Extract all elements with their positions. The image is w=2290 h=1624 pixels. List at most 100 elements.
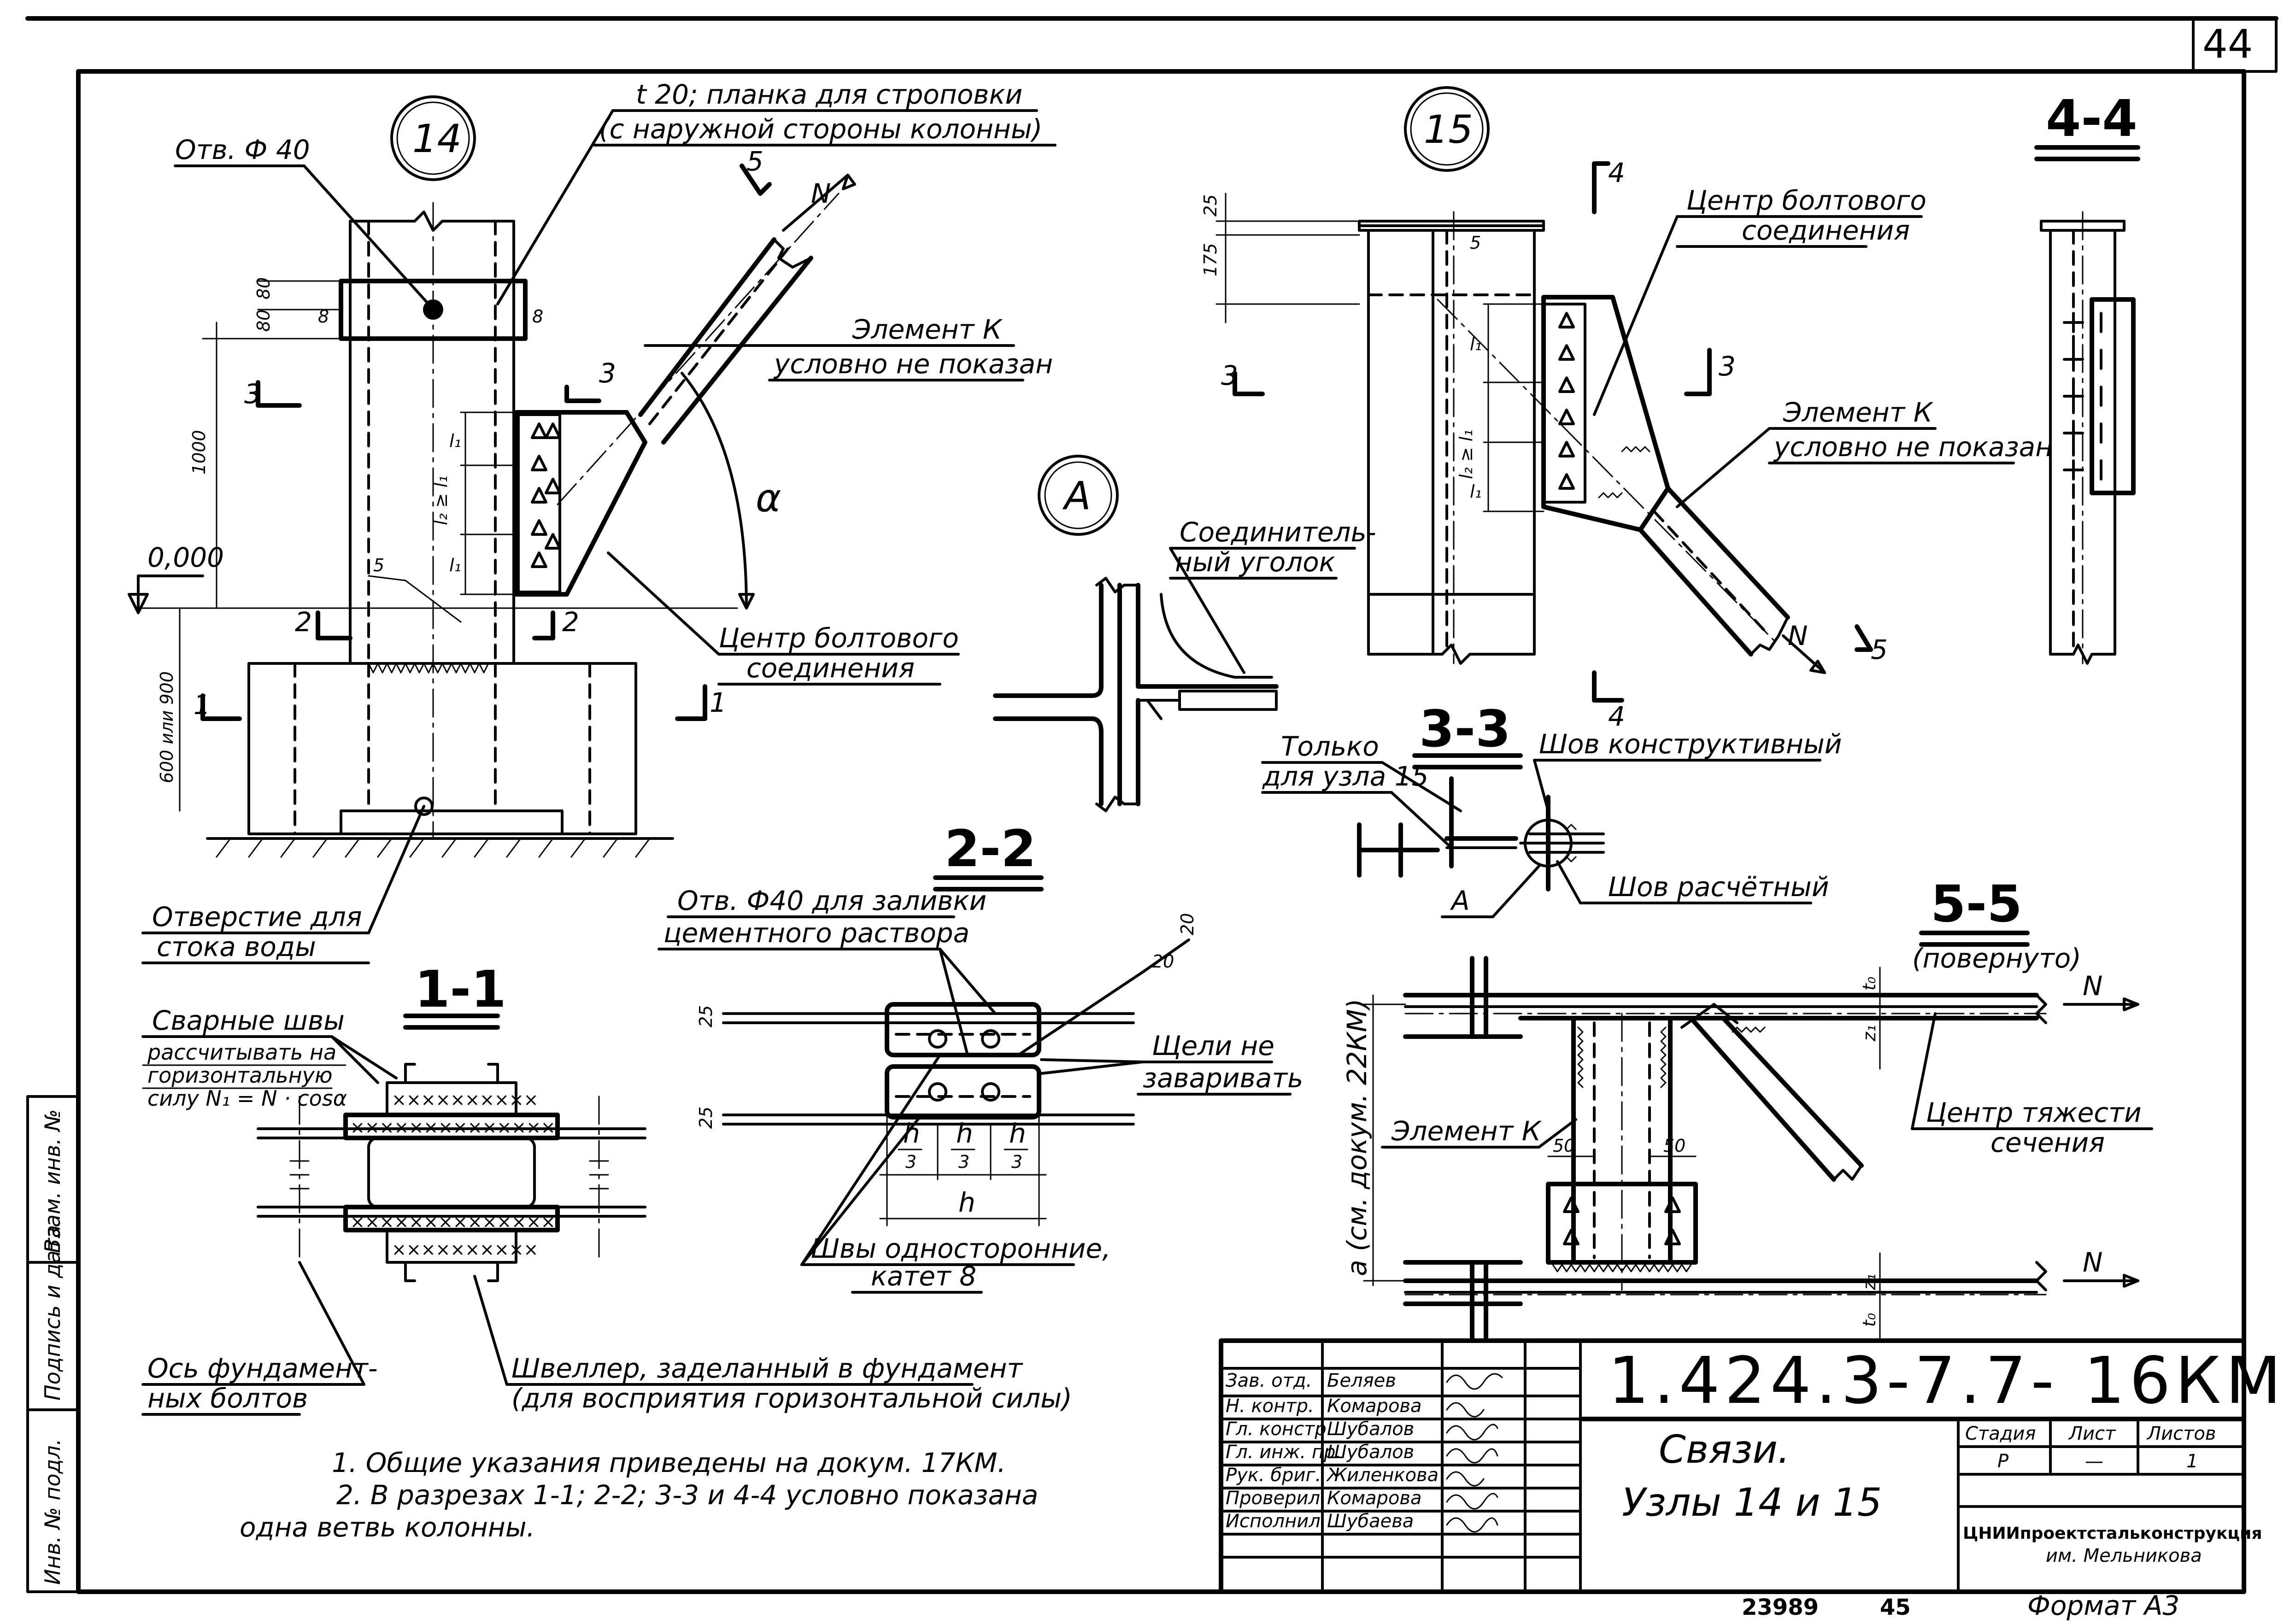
section-5-5: 5-5 (повернуто) N N <box>1341 874 2153 1343</box>
row-name: Шубалов <box>1327 1419 1414 1440</box>
force-n-node15: N <box>1788 620 1808 651</box>
dim-8b: 8 <box>532 306 543 327</box>
weld-frac-bot: 20 <box>1152 951 1174 972</box>
sec11-weld-x2: ×××××××××××××× <box>350 1117 556 1137</box>
section-4-4-title: 4-4 <box>2046 89 2137 148</box>
dim-h3: h <box>1009 1118 1026 1149</box>
row-role: Исполнил <box>1226 1511 1321 1532</box>
dim-h1-den: 3 <box>905 1152 916 1172</box>
sheet-footer: 23989 45 Формат А3 <box>1742 1590 2179 1621</box>
dim-l2: l₂ ≥ l₁ <box>431 475 451 525</box>
section-3-3: 3-3 Только для узла 15 Шов конструктивны… <box>1261 699 1842 918</box>
row-role: Гл. инж. пр. <box>1226 1442 1341 1463</box>
section-1-1: 1-1 Сварные швы рассчитывать на горизонт… <box>141 960 1072 1416</box>
weld-calculated: Шов расчётный <box>1608 871 1829 903</box>
element-k-15-1: Элемент К <box>1783 397 1934 428</box>
welds-one-side-1: Швы односторонние, <box>811 1233 1111 1264</box>
note-1: 1. Общие указания приведены на докум. 17… <box>332 1447 1006 1478</box>
hole-label: Отв. Ф 40 <box>175 134 310 165</box>
sec11-welds-3: горизонтальную <box>147 1063 333 1088</box>
dim-1000: 1000 <box>189 430 209 475</box>
section-2-2: 2-2 Отв. Ф40 для заливки цементного раст… <box>658 819 1303 1294</box>
dim-t0-top: t₀ <box>1859 977 1879 991</box>
node-15-marker: 15 <box>1424 107 1473 152</box>
weld-frac-top: 20 <box>1177 913 1198 935</box>
dim-z1-top: z₁ <box>1859 1025 1879 1042</box>
row-role: Рук. бриг. <box>1226 1465 1321 1486</box>
node-a-label-1: Соединитель- <box>1180 516 1376 548</box>
document-code: 1.424.3-7.7- 16КМ <box>1608 1343 2286 1419</box>
element-k-14-2: условно не показан <box>773 348 1053 380</box>
cut-2-left: 2 <box>295 606 312 638</box>
sec11-weld-x1: ×××××××××× <box>392 1090 538 1110</box>
cut-3-left: 3 <box>244 378 261 410</box>
dim-50b: 50 <box>1663 1136 1685 1156</box>
row-role: Зав. отд. <box>1226 1370 1312 1391</box>
dim-80b: 80 <box>253 310 274 332</box>
row-role: Н. контр. <box>1226 1395 1314 1417</box>
welds-one-side-2: катет 8 <box>871 1261 976 1292</box>
element-k-14-1: Элемент К <box>852 314 1003 345</box>
section-3-3-title: 3-3 <box>1419 699 1511 758</box>
cut-5-node15: 5 <box>1871 634 1888 665</box>
sheets-header: Листов <box>2146 1423 2216 1444</box>
sec22-hole-1: Отв. Ф40 для заливки <box>677 885 986 916</box>
dim-l1b: l₁ <box>449 555 461 575</box>
gaps-2: заваривать <box>1143 1062 1303 1094</box>
section-2-2-title: 2-2 <box>945 819 1036 878</box>
sheet-value: — <box>2085 1451 2103 1472</box>
cut-5-node14: 5 <box>746 146 763 177</box>
sec11-weld-x3: ×××××××××××××× <box>350 1212 556 1232</box>
note-3: одна ветвь колонны. <box>240 1512 535 1543</box>
section-1-1-title: 1-1 <box>415 960 506 1019</box>
title-block: 1.424.3-7.7- 16КМ Связи. Узлы 14 и 15 Ст… <box>1219 1338 2286 1594</box>
row-role: Гл. констр. <box>1226 1419 1332 1440</box>
elevation-label: 0,000 <box>147 542 224 573</box>
org-line-1: ЦНИИпроектстальконструкция <box>1963 1524 2262 1543</box>
title-block-rows: Зав. отд. Беляев Н. контр. Комарова Гл. … <box>1226 1370 1439 1532</box>
stamp-signature-date: Подпись и дата <box>40 1225 65 1401</box>
force-n-bottom: N <box>2083 1247 2102 1278</box>
section-5-5-subtitle: (повернуто) <box>1912 943 2081 974</box>
cg-label-1: Центр тяжести <box>1926 1097 2142 1128</box>
sheets-value: 1 <box>2186 1451 2198 1472</box>
dim-t0-bot: t₀ <box>1859 1313 1879 1327</box>
cut-2-right: 2 <box>562 606 579 638</box>
force-n-top: N <box>2083 970 2102 1002</box>
axis-label-1: Ось фундамент- <box>147 1353 378 1384</box>
cut-3-right: 3 <box>599 358 616 389</box>
row-name: Шубалов <box>1327 1442 1414 1463</box>
only-label-2: для узла 15 <box>1262 761 1429 792</box>
cut-4-bottom: 4 <box>1608 701 1625 732</box>
note-2: 2. В разрезах 1-1; 2-2; 3-3 и 4-4 условн… <box>336 1479 1038 1511</box>
row-name: Жиленкова <box>1326 1465 1439 1486</box>
general-notes: 1. Общие указания приведены на докум. 17… <box>240 1447 1038 1543</box>
alpha-label: α <box>756 475 781 521</box>
dim-175-n15: 175 <box>1200 243 1221 276</box>
force-n-node14: N <box>811 178 831 209</box>
dim-25b: 25 <box>696 1107 716 1129</box>
print-number: 45 <box>1880 1595 1911 1620</box>
dim-l1a-n15: l₁ <box>1470 334 1482 354</box>
row-name: Шубаева <box>1327 1511 1414 1532</box>
section-4-4: 4-4 <box>2034 89 2140 665</box>
cut-4-top: 4 <box>1608 157 1625 188</box>
title-line-2: Узлы 14 и 15 <box>1622 1480 1882 1525</box>
dim-a-label: а (см. докум. 22КМ) <box>1341 999 1373 1276</box>
dim-l1b-n15: l₁ <box>1470 481 1482 502</box>
node-15: 15 25 175 5 l₁ l₂ ≥ l₁ l₁ <box>1200 86 2053 732</box>
dim-z1-bot: z₁ <box>1859 1274 1879 1290</box>
element-k-15-2: условно не показан <box>1773 431 2053 463</box>
cut-1-left: 1 <box>194 689 211 721</box>
row-name: Беляев <box>1327 1370 1396 1391</box>
stage-value: Р <box>1997 1451 2009 1472</box>
channel-label-1: Швеллер, заделанный в фундамент <box>511 1353 1023 1384</box>
strap-label-2: (с наружной стороны колонны) <box>599 113 1042 145</box>
bolt-center-14-2: соединения <box>746 652 915 684</box>
row-name: Комарова <box>1327 1395 1422 1417</box>
drain-label-2: стока воды <box>157 931 316 962</box>
cut-3-right-15: 3 <box>1719 351 1736 382</box>
row-name: Комарова <box>1327 1488 1422 1509</box>
dim-h3-den: 3 <box>1011 1152 1022 1172</box>
